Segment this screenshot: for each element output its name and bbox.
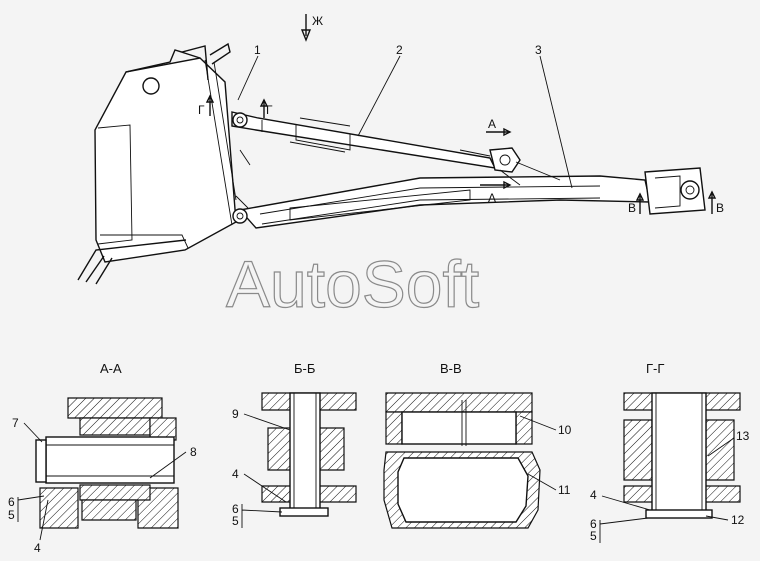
- section-title-gg: Г-Г: [646, 361, 664, 376]
- leader-13: [707, 437, 735, 457]
- callout-6-bb: 6: [232, 502, 239, 516]
- leader-1: [237, 55, 259, 101]
- bb-washer: [279, 507, 329, 517]
- callout-6-aa: 6: [8, 495, 15, 509]
- section-title-vv: В-В: [440, 361, 462, 376]
- main-view: Ж A A В В Г Г 1 2 3: [77, 14, 724, 285]
- leader-2: [357, 55, 401, 137]
- section-vv: В-В 10 11: [383, 361, 572, 529]
- callout-9: 9: [232, 407, 239, 421]
- section-bb: Б-Б 9 4 6 5: [232, 361, 357, 528]
- section-mark-v-right: В: [716, 201, 724, 215]
- leader-11: [527, 473, 557, 491]
- leader-3: [539, 55, 573, 189]
- trunnion-hub: [644, 167, 706, 215]
- callout-4-aa: 4: [34, 541, 41, 555]
- section-gg: Г-Г 13 4 12 6 5: [590, 361, 750, 543]
- callout-13: 13: [736, 429, 750, 443]
- leader-12: [705, 515, 729, 521]
- section-mark-a-bottom: A: [488, 191, 496, 205]
- callout-11: 11: [558, 483, 571, 497]
- gg-washer: [645, 509, 713, 519]
- section-aa: А-А 7 8 6 5 4: [8, 361, 197, 555]
- callout-12: 12: [731, 513, 745, 527]
- callout-7: 7: [12, 416, 19, 430]
- blade: [94, 57, 237, 263]
- callout-10: 10: [558, 423, 572, 437]
- section-mark-v-left: В: [628, 201, 636, 215]
- callout-5-gg: 5: [590, 529, 597, 543]
- blade-top: [125, 42, 231, 81]
- section-mark-g-left: Г: [198, 103, 205, 117]
- leader-9: [243, 413, 291, 431]
- callout-6-gg: 6: [590, 517, 597, 531]
- blade-cutting-edge: [77, 239, 187, 285]
- section-mark-a-top: A: [488, 117, 496, 131]
- callout-3: 3: [535, 43, 542, 57]
- aa-washer: [35, 439, 47, 483]
- callout-1: 1: [254, 43, 261, 57]
- vv-bushing: [401, 411, 517, 445]
- callout-5-bb: 5: [232, 514, 239, 528]
- callout-5-aa: 5: [8, 508, 15, 522]
- callout-2: 2: [396, 43, 403, 57]
- callout-4-gg: 4: [590, 488, 597, 502]
- section-title-bb: Б-Б: [294, 361, 315, 376]
- view-marker: Ж: [312, 14, 323, 28]
- callout-8: 8: [190, 445, 197, 459]
- gg-pin: [651, 392, 707, 514]
- leader-7: [23, 422, 43, 443]
- section-title-aa: А-А: [100, 361, 122, 376]
- leader-8: [149, 451, 187, 479]
- push-beam: [232, 149, 706, 229]
- brace-cylinder: [231, 111, 521, 173]
- section-mark-g-right: Г: [266, 103, 273, 117]
- blade-lug-hole: [142, 77, 160, 95]
- leader-10: [519, 415, 557, 431]
- watermark: AutoSoft: [226, 247, 479, 321]
- bb-pin: [289, 392, 321, 511]
- callout-4-bb: 4: [232, 467, 239, 481]
